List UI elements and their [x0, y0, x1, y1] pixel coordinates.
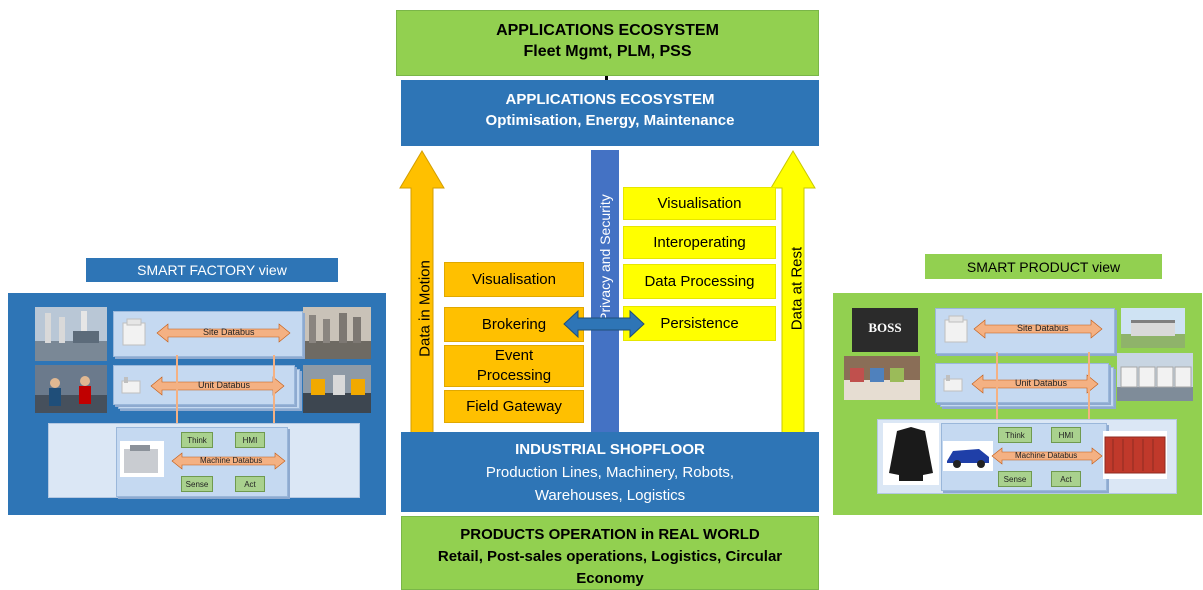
- yellow-persistence: Persistence: [623, 306, 776, 341]
- product-connector-left: [996, 352, 998, 422]
- factory-machine-bus-label: Machine Databus: [200, 456, 263, 465]
- products-operation-title: PRODUCTS OPERATION in REAL WORLD: [460, 526, 760, 543]
- applications-ecosystem-products: APPLICATIONS ECOSYSTEM Fleet Mgmt, PLM, …: [396, 10, 819, 76]
- industrial-shopfloor-line1: Production Lines, Machinery, Robots,: [485, 464, 735, 481]
- factory-connector-right: [273, 355, 275, 427]
- factory-unit-plant-icon: [121, 377, 141, 394]
- factory-connector-left: [176, 355, 178, 427]
- product-hmi-box: HMI: [1051, 427, 1081, 443]
- privacy-security-label: Privacy and Security: [597, 194, 613, 322]
- jacket-photo: [883, 423, 939, 485]
- product-think-box: Think: [998, 427, 1032, 443]
- factory-unit-bus-arrow: [150, 376, 285, 396]
- data-at-rest-label: Data at Rest: [788, 246, 806, 331]
- applications-ecosystem-products-title: APPLICATIONS ECOSYSTEM: [496, 22, 719, 39]
- products-operation-line1: Retail, Post-sales operations, Logistics…: [437, 548, 783, 565]
- applications-ecosystem-factory-subtitle: Optimisation, Energy, Maintenance: [485, 112, 735, 129]
- warehouse-building-photo: [1121, 308, 1185, 348]
- industrial-shopfloor: INDUSTRIAL SHOPFLOOR Production Lines, M…: [401, 432, 819, 512]
- connector-dot: [605, 76, 608, 80]
- factory-site-bus-arrow: [156, 323, 291, 343]
- product-unit-bus-arrow: [971, 374, 1099, 394]
- product-site-bus-label: Site Databus: [1017, 323, 1069, 333]
- industrial-shopfloor-title: INDUSTRIAL SHOPFLOOR: [515, 441, 705, 458]
- product-unit-bus-label: Unit Databus: [1015, 378, 1068, 388]
- products-operation-line2: Economy: [576, 570, 644, 587]
- factory-machine-bus-arrow: [171, 452, 286, 470]
- factory-hmi-box: HMI: [235, 432, 265, 448]
- applications-ecosystem-products-subtitle: Fleet Mgmt, PLM, PSS: [523, 43, 692, 60]
- smart-product-panel: BOSS Site Databus Unit Databus: [833, 293, 1202, 515]
- product-sense-box: Sense: [998, 471, 1032, 487]
- boss-logo-text: BOSS: [868, 320, 902, 335]
- trucks-fleet-photo: [1117, 353, 1193, 401]
- factory-chimneys-photo: [35, 307, 107, 361]
- yellow-visualisation: Visualisation: [623, 187, 776, 220]
- brokering-persistence-double-arrow: [563, 310, 645, 338]
- factory-sense-box: Sense: [181, 476, 213, 492]
- smart-factory-label: SMART FACTORY view: [86, 258, 338, 282]
- product-machine-bus-label: Machine Databus: [1015, 451, 1078, 460]
- factory-robot-line-photo: [303, 365, 371, 413]
- blue-car-photo: [943, 441, 993, 471]
- applications-ecosystem-factory-title: APPLICATIONS ECOSYSTEM: [505, 91, 715, 108]
- product-site-building-icon: [944, 315, 968, 343]
- yellow-interoperating: Interoperating: [623, 226, 776, 259]
- factory-cnc-machine-photo: [120, 441, 164, 477]
- boss-store-photo: BOSS: [852, 308, 918, 352]
- orange-event-processing: Event Processing: [444, 345, 584, 387]
- smart-factory-panel: Site Databus Unit Databus Think HMI Mach…: [8, 293, 386, 515]
- factory-site-building-icon: [122, 318, 146, 346]
- product-site-bus-arrow: [973, 319, 1103, 339]
- orange-visualisation: Visualisation: [444, 262, 584, 297]
- event-processing-text: Event Processing: [476, 347, 552, 384]
- data-in-motion-label: Data in Motion: [416, 260, 434, 357]
- product-machine-bus-arrow: [991, 447, 1103, 465]
- retail-store-photo: [844, 356, 920, 400]
- products-operation: PRODUCTS OPERATION in REAL WORLD Retail,…: [401, 516, 819, 590]
- smart-product-label: SMART PRODUCT view: [925, 254, 1162, 279]
- factory-act-box: Act: [235, 476, 265, 492]
- factory-workers-photo: [35, 365, 107, 413]
- privacy-security-bar: [591, 150, 619, 434]
- yellow-data-processing: Data Processing: [623, 264, 776, 299]
- product-unit-plant-icon: [943, 375, 963, 392]
- product-connector-right: [1088, 352, 1090, 422]
- factory-site-bus-label: Site Databus: [203, 327, 255, 337]
- orange-brokering: Brokering: [444, 307, 584, 342]
- product-act-box: Act: [1051, 471, 1081, 487]
- factory-think-box: Think: [181, 432, 213, 448]
- factory-unit-bus-label: Unit Databus: [198, 380, 251, 390]
- shipping-container-photo: [1103, 431, 1167, 479]
- orange-field-gateway: Field Gateway: [444, 390, 584, 423]
- applications-ecosystem-factory: APPLICATIONS ECOSYSTEM Optimisation, Ene…: [401, 80, 819, 146]
- industrial-shopfloor-line2: Warehouses, Logistics: [534, 487, 686, 504]
- factory-towers-photo: [303, 307, 371, 359]
